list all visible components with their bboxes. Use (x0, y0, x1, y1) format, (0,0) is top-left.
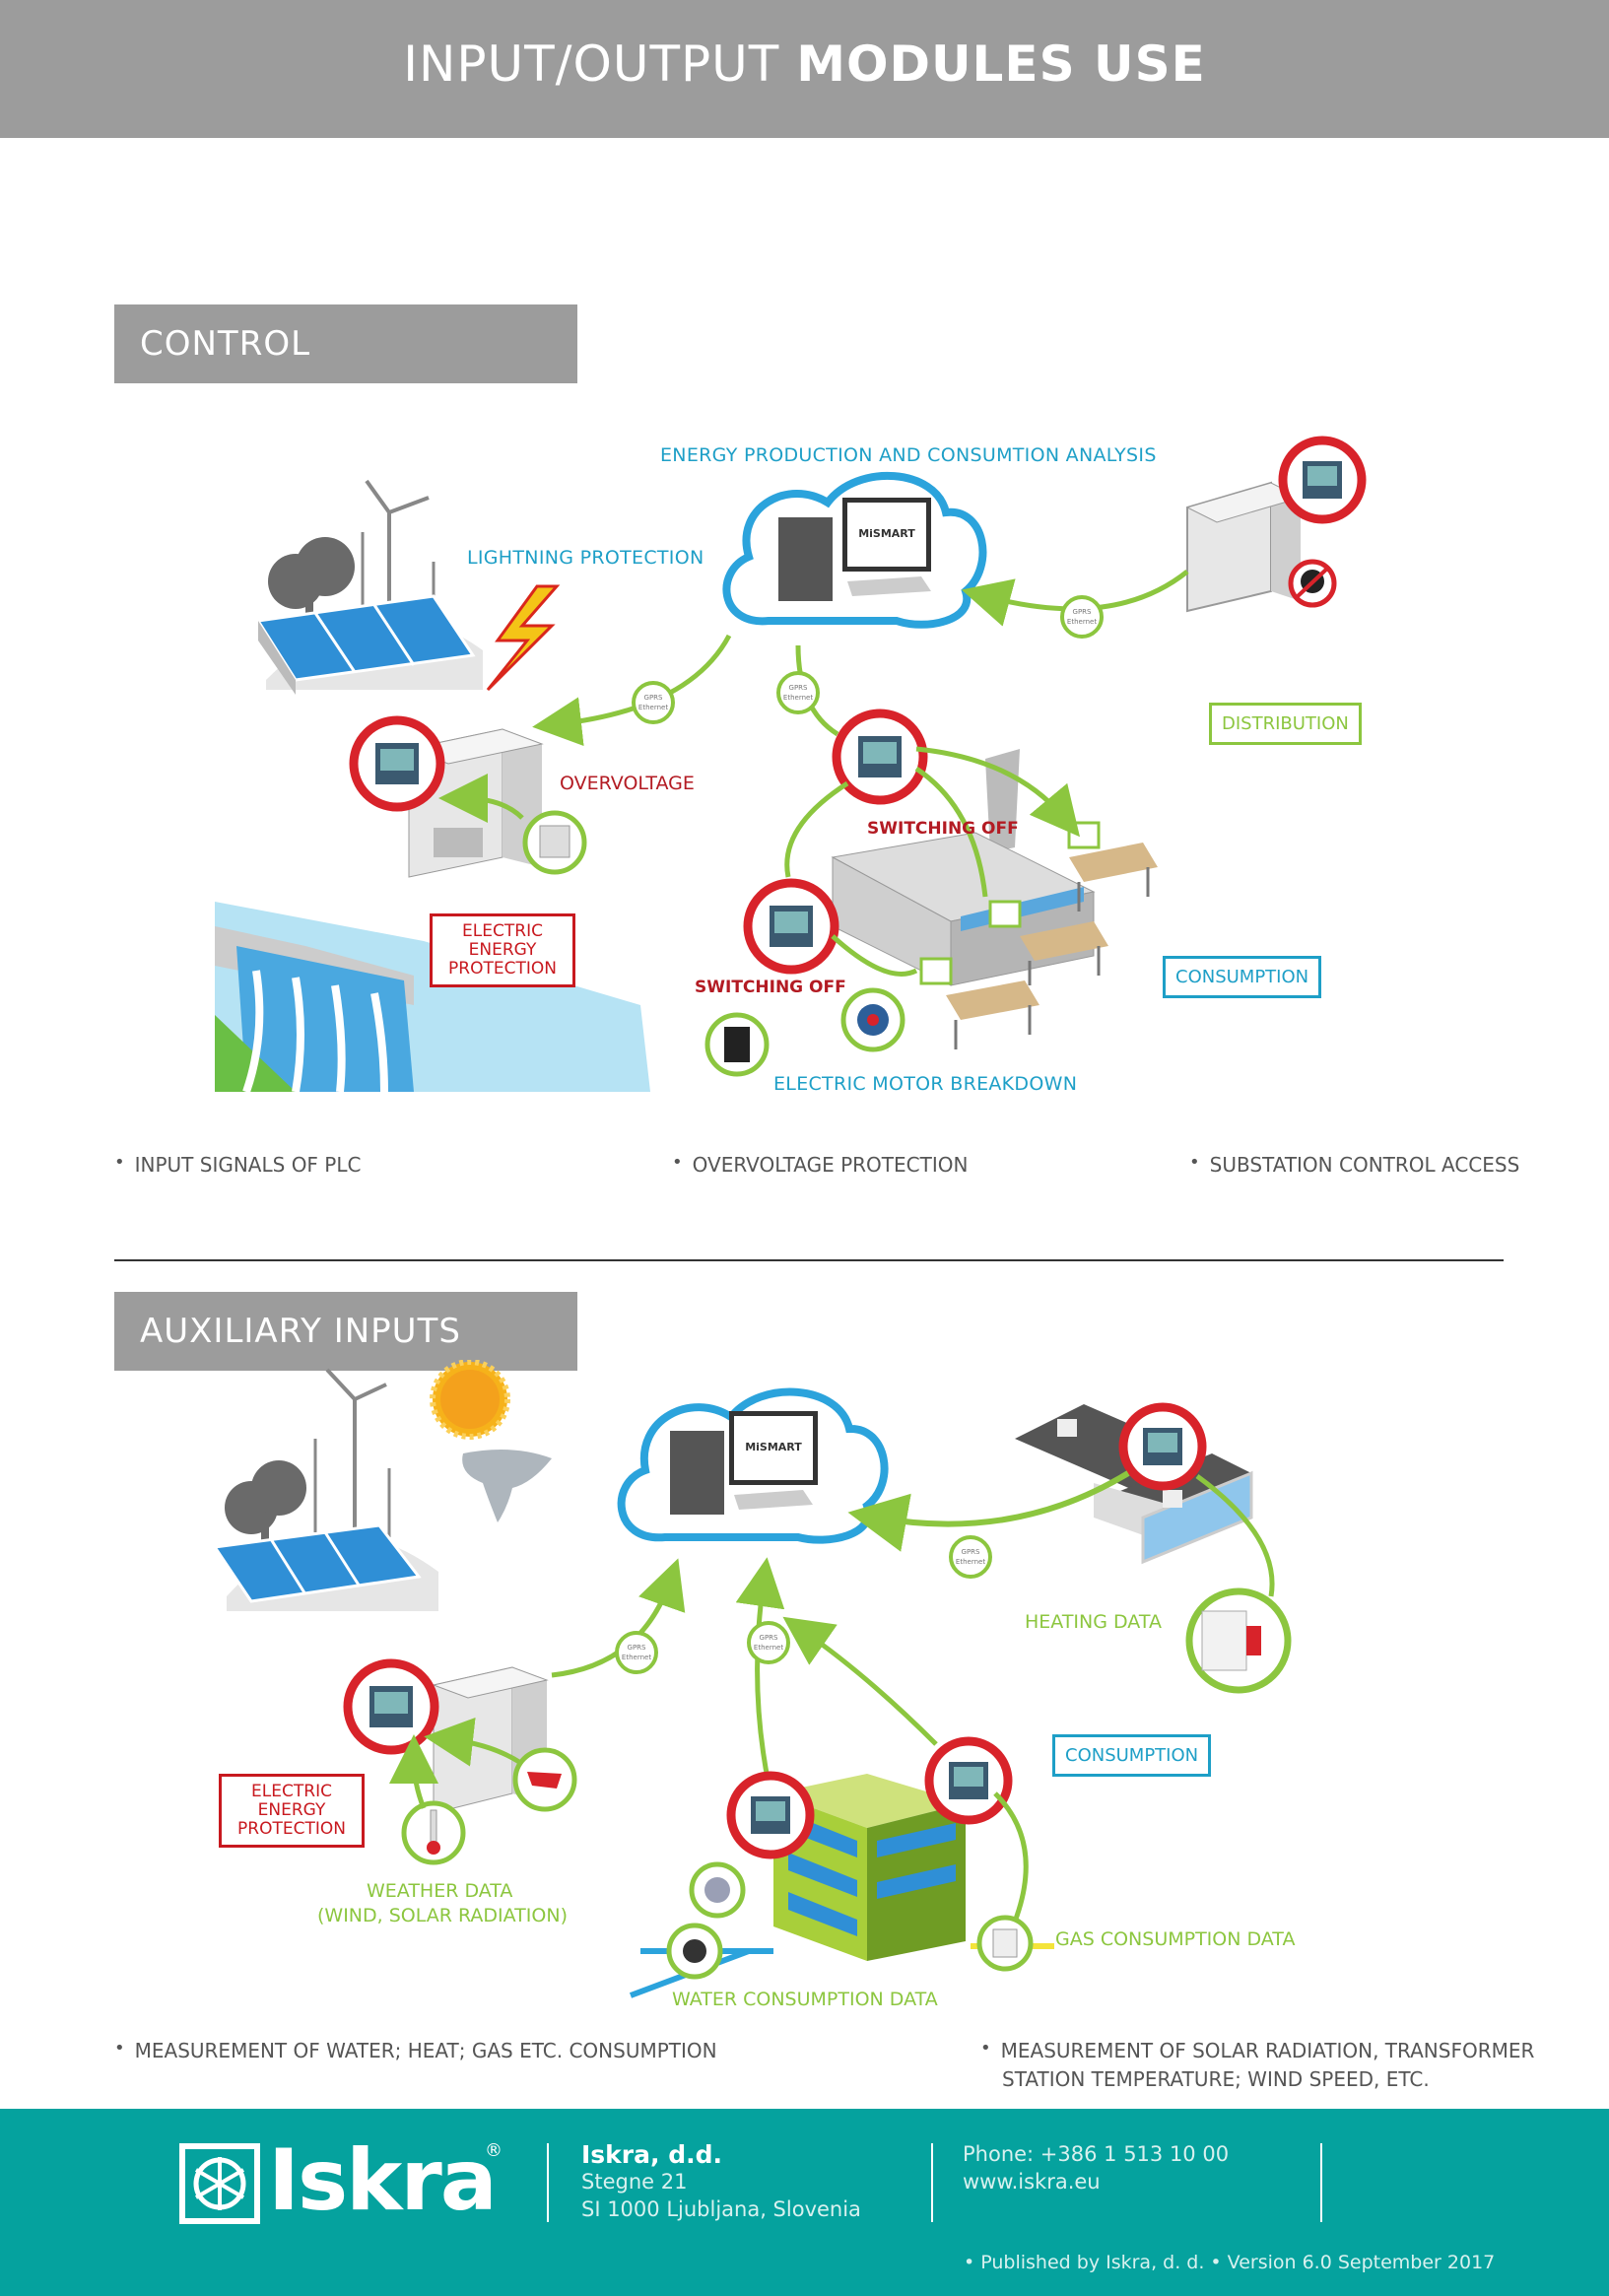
sun-icon (430, 1360, 510, 1440)
gprs-text: GPRS (644, 694, 664, 702)
iskra-logo-icon (179, 2143, 260, 2224)
section-label-auxiliary: AUXILIARY INPUTS (114, 1292, 577, 1371)
bullet-overvoltage-protection: OVERVOLTAGE PROTECTION (672, 1153, 969, 1177)
solar-wind-illustration (212, 1368, 438, 1611)
iskra-logo-text: Iskra (268, 2131, 498, 2230)
mismart-screen-label: MiSMART (858, 527, 915, 540)
label-switching-off-2: SWITCHING OFF (695, 978, 846, 997)
footer-separator (1320, 2143, 1322, 2222)
auxiliary-diagram: MiSMART GPRS Ethernet GPRS Ethernet GPRS Et… (212, 1360, 1292, 1998)
page-title-bold: MODULES USE (796, 35, 1206, 93)
section-label-control: CONTROL (114, 304, 577, 383)
control-diagram: MiSMART GPRS Ethernet GPRS Ethernet GPRS Et… (215, 436, 1367, 1094)
registered-mark: ® (485, 2140, 503, 2161)
lightning-bolt-icon (486, 584, 561, 692)
label-weather-data: WEATHER DATA (367, 1880, 513, 1902)
tornado-icon (462, 1450, 552, 1522)
page-title-light: INPUT/OUTPUT (403, 35, 797, 93)
gprs-badge: GPRS Ethernet (615, 1631, 658, 1674)
page-title: INPUT/OUTPUT MODULES USE (0, 35, 1609, 93)
label-electric-energy-protection-aux: ELECTRIC ENERGY PROTECTION (219, 1774, 365, 1848)
footer-street: Stegne 21 (581, 2170, 688, 2194)
label-water-consumption: WATER CONSUMPTION DATA (672, 1989, 938, 2010)
distribution-cabinet (1185, 436, 1367, 613)
bullet-plc-inputs: INPUT SIGNALS OF PLC (114, 1153, 362, 1177)
ethernet-text: Ethernet (754, 1644, 783, 1652)
page-header (0, 0, 1609, 138)
substation-cabinet (349, 715, 587, 878)
footer-published: • Published by Iskra, d. d. • Version 6.… (964, 2252, 1496, 2273)
gprs-text: GPRS (1073, 608, 1093, 616)
bullet-solar-measurement-cont: STATION TEMPERATURE; WIND SPEED, ETC. (1002, 2067, 1430, 2091)
gprs-badge: GPRS Ethernet (1060, 595, 1104, 639)
bullet-substation-access: SUBSTATION CONTROL ACCESS (1189, 1153, 1520, 1177)
footer-city: SI 1000 Ljubljana, Slovenia (581, 2197, 861, 2221)
ethernet-text: Ethernet (956, 1558, 985, 1566)
ethernet-text: Ethernet (622, 1654, 651, 1661)
label-electric-energy-protection: ELECTRIC ENERGY PROTECTION (430, 913, 575, 987)
footer-company: Iskra, d.d. (581, 2140, 722, 2169)
label-motor-breakdown: ELECTRIC MOTOR BREAKDOWN (773, 1073, 1078, 1095)
mismart-cloud: MiSMART (722, 471, 987, 629)
ethernet-text: Ethernet (638, 704, 668, 711)
gprs-text: GPRS (789, 684, 809, 692)
footer-separator (547, 2143, 549, 2222)
gprs-text: GPRS (962, 1548, 981, 1556)
bullet-consumption-measurement: MEASUREMENT OF WATER; HEAT; GAS ETC. CON… (114, 2039, 717, 2062)
footer-phone: Phone: +386 1 513 10 00 (963, 2142, 1230, 2166)
mismart-screen-label: MiSMART (745, 1441, 802, 1453)
gprs-text: GPRS (760, 1634, 779, 1642)
label-switching-off-1: SWITCHING OFF (867, 819, 1019, 839)
hydro-dam-illustration (215, 902, 650, 1094)
label-overvoltage: OVERVOLTAGE (560, 773, 695, 794)
label-gas-consumption: GAS CONSUMPTION DATA (1055, 1928, 1296, 1950)
gprs-badge: GPRS Ethernet (632, 681, 675, 724)
gprs-badge: GPRS Ethernet (747, 1621, 790, 1664)
ethernet-text: Ethernet (1067, 618, 1097, 626)
label-weather-detail: (WIND, SOLAR RADIATION) (317, 1905, 568, 1926)
substation-cabinet (343, 1658, 577, 1865)
label-consumption-aux: CONSUMPTION (1052, 1734, 1212, 1777)
factory-illustration (704, 709, 1158, 1077)
footer-website[interactable]: www.iskra.eu (963, 2170, 1101, 2194)
label-heating-data: HEATING DATA (1025, 1611, 1162, 1633)
apartment-building (629, 1736, 1054, 1998)
gprs-badge: GPRS Ethernet (776, 671, 820, 714)
solar-wind-illustration (255, 479, 483, 695)
gprs-badge: GPRS Ethernet (949, 1535, 992, 1579)
label-distribution: DISTRIBUTION (1209, 703, 1362, 745)
gprs-text: GPRS (628, 1644, 647, 1652)
ethernet-text: Ethernet (783, 694, 813, 702)
mismart-cloud: MiSMART (617, 1387, 889, 1544)
footer-separator (931, 2143, 933, 2222)
label-energy-analysis: ENERGY PRODUCTION AND CONSUMTION ANALYSI… (660, 444, 1157, 466)
office-building (1015, 1402, 1292, 1694)
label-lightning-protection: LIGHTNING PROTECTION (467, 547, 704, 569)
label-consumption: CONSUMPTION (1163, 956, 1322, 998)
bullet-solar-measurement: MEASUREMENT OF SOLAR RADIATION, TRANSFOR… (980, 2039, 1535, 2062)
page-footer (0, 2109, 1609, 2296)
section-divider (114, 1259, 1504, 1261)
